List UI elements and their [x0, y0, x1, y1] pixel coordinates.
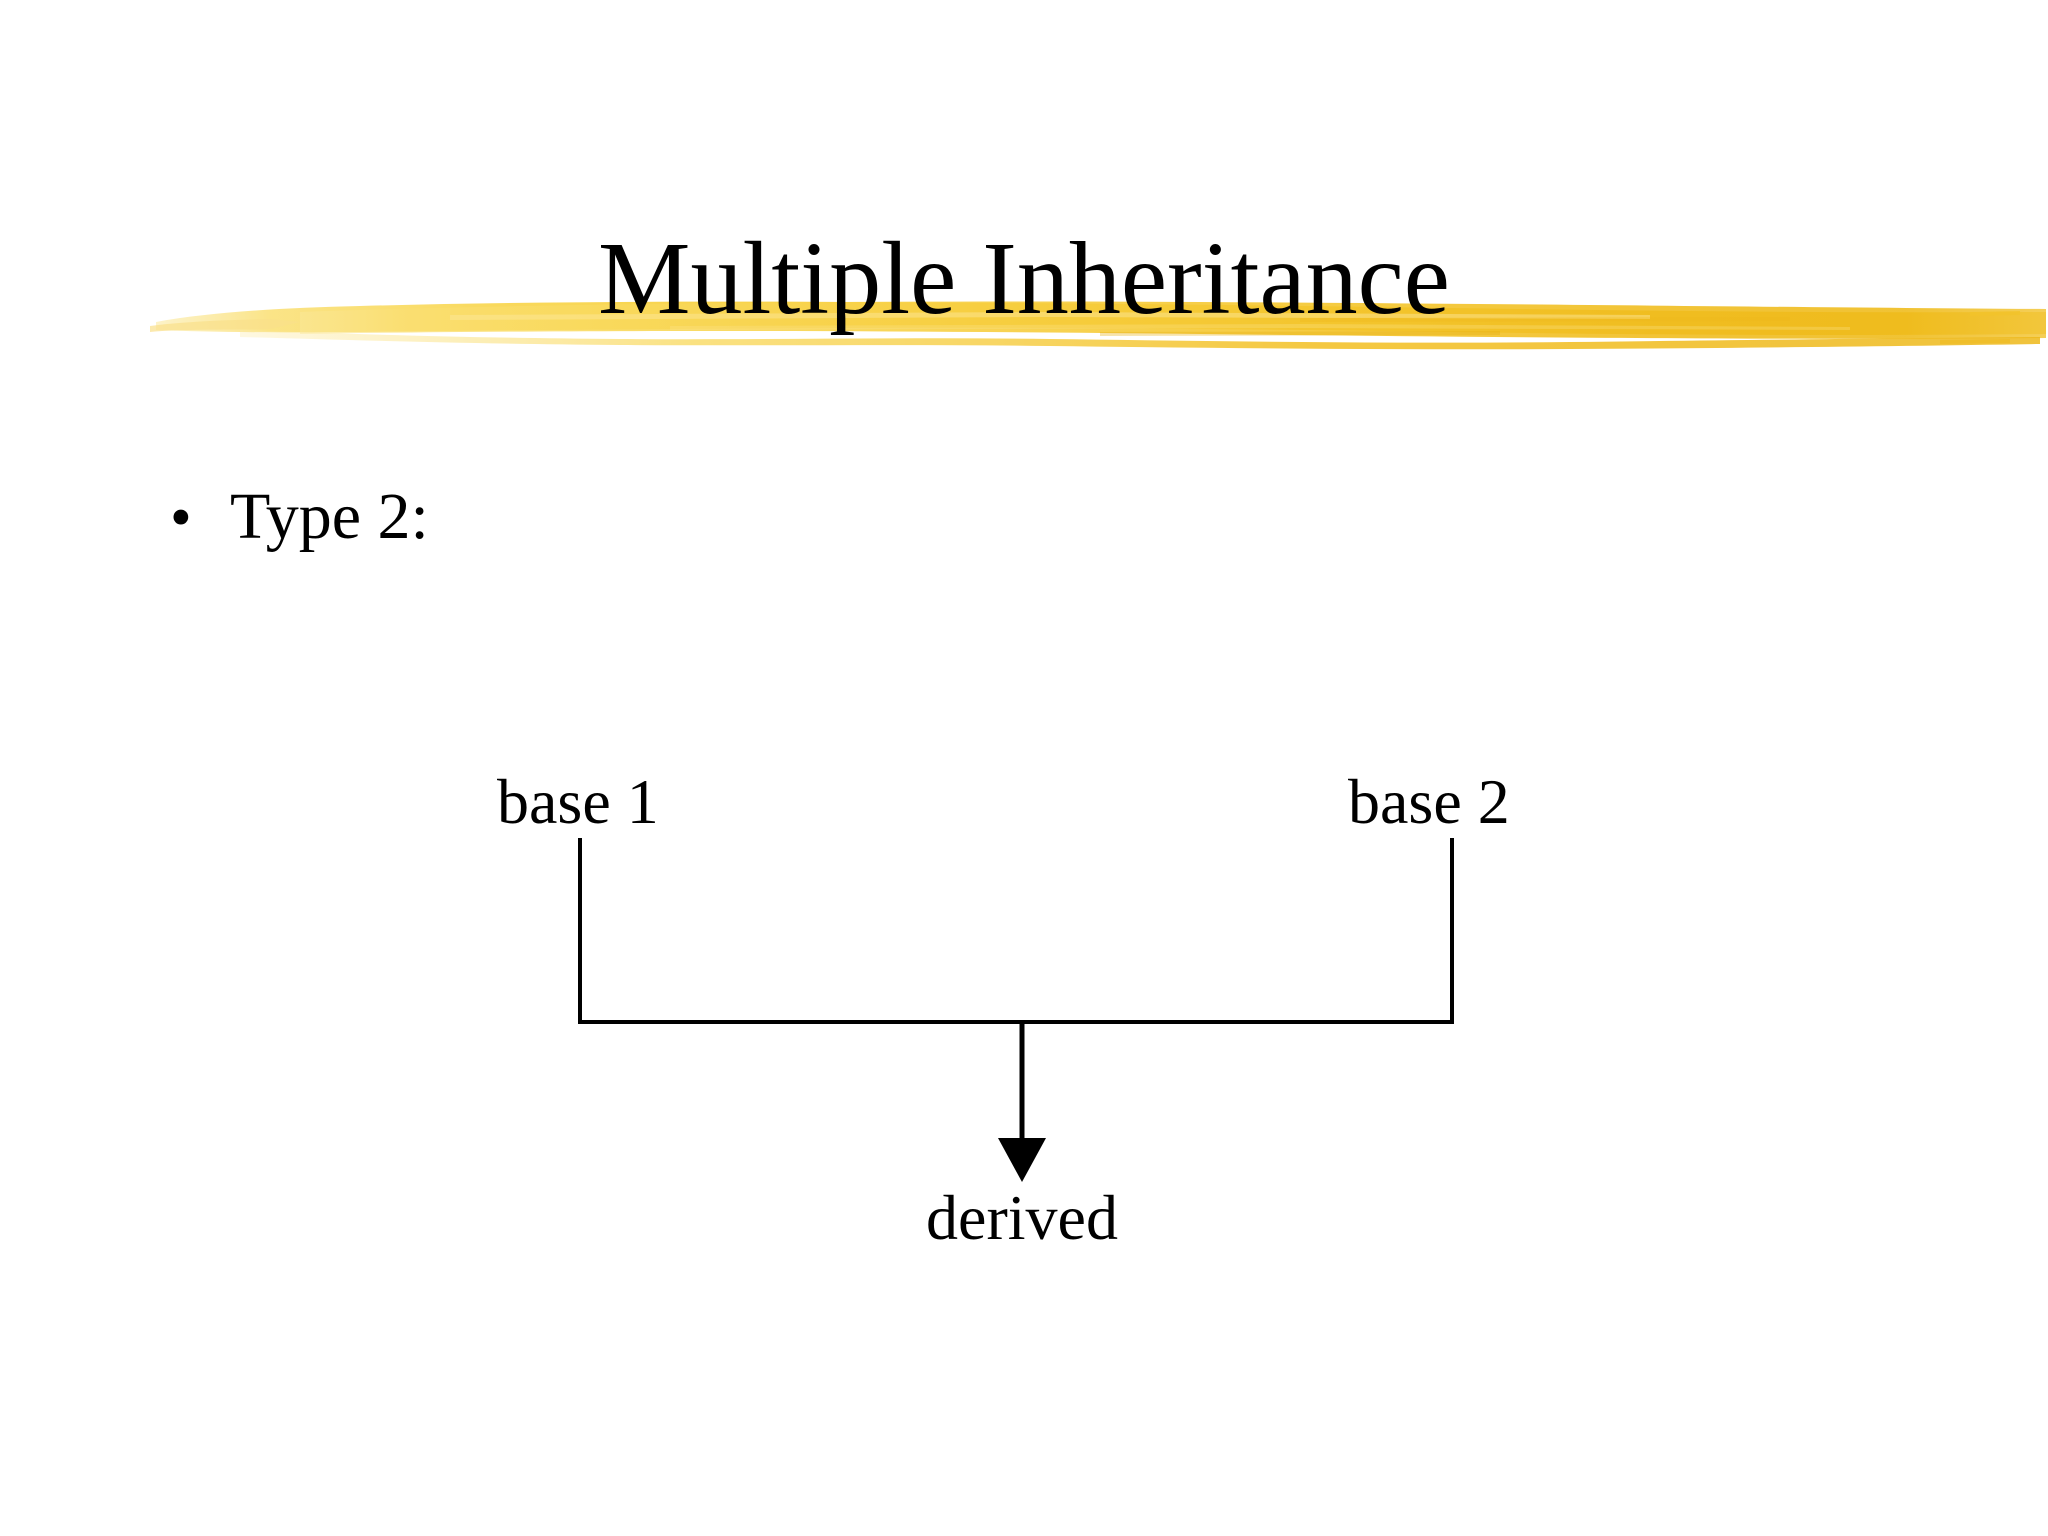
diagram-node-derived: derived [926, 1182, 1118, 1253]
page-title: Multiple Inheritance [598, 220, 1450, 336]
slide-title-block: Multiple Inheritance [0, 150, 2048, 390]
diagram-node-base1: base 1 [497, 766, 659, 837]
list-item: • Type 2: [170, 478, 429, 557]
diagram-node-base2: base 2 [1348, 766, 1510, 837]
diagram-connectors [0, 720, 2048, 1340]
arrowhead-icon [998, 1138, 1046, 1182]
inheritance-diagram: base 1 base 2 derived [0, 720, 2048, 1340]
bullet-glyph-icon: • [170, 484, 192, 552]
bullet-item-label: Type 2: [230, 480, 429, 553]
